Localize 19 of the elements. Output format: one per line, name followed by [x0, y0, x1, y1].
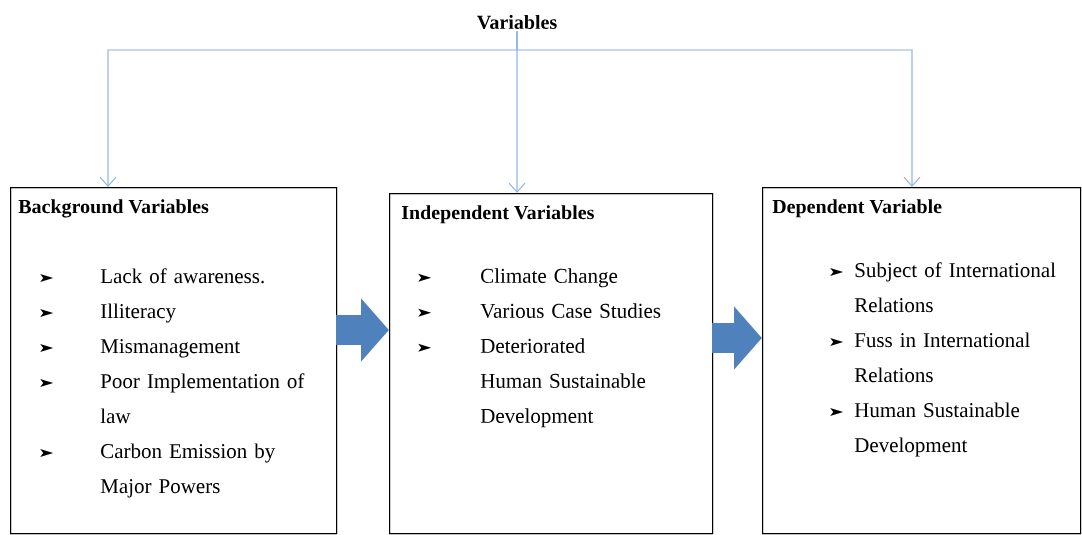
box-heading: Independent Variables: [401, 205, 594, 224]
list-item: Carbon Emission by Major Powers: [100, 443, 276, 498]
text-box: [389, 193, 714, 535]
list-item: Various Case Studies: [480, 303, 661, 319]
list-item: Mismanagement: [100, 339, 241, 358]
list-item: Illiteracy: [100, 303, 176, 323]
list-item: Subject of International Relations: [854, 262, 1056, 313]
arrow: [516, 30, 921, 187]
list-item: Lack of awareness.: [100, 268, 264, 284]
list-item: Human Sustainable Development: [854, 402, 1020, 457]
title: Variables: [477, 14, 557, 30]
box-heading: Background Variables: [18, 199, 209, 218]
list-item: Deteriorated Human Sustainable Development: [480, 338, 646, 428]
list-item: Fuss in International Relations: [854, 332, 1030, 383]
box-heading: Dependent Variable: [772, 199, 942, 218]
text-box: [10, 187, 338, 535]
text-box: [762, 187, 1082, 535]
list-item: Climate Change: [481, 268, 618, 288]
list-item: Poor Implementation of law: [100, 373, 305, 424]
